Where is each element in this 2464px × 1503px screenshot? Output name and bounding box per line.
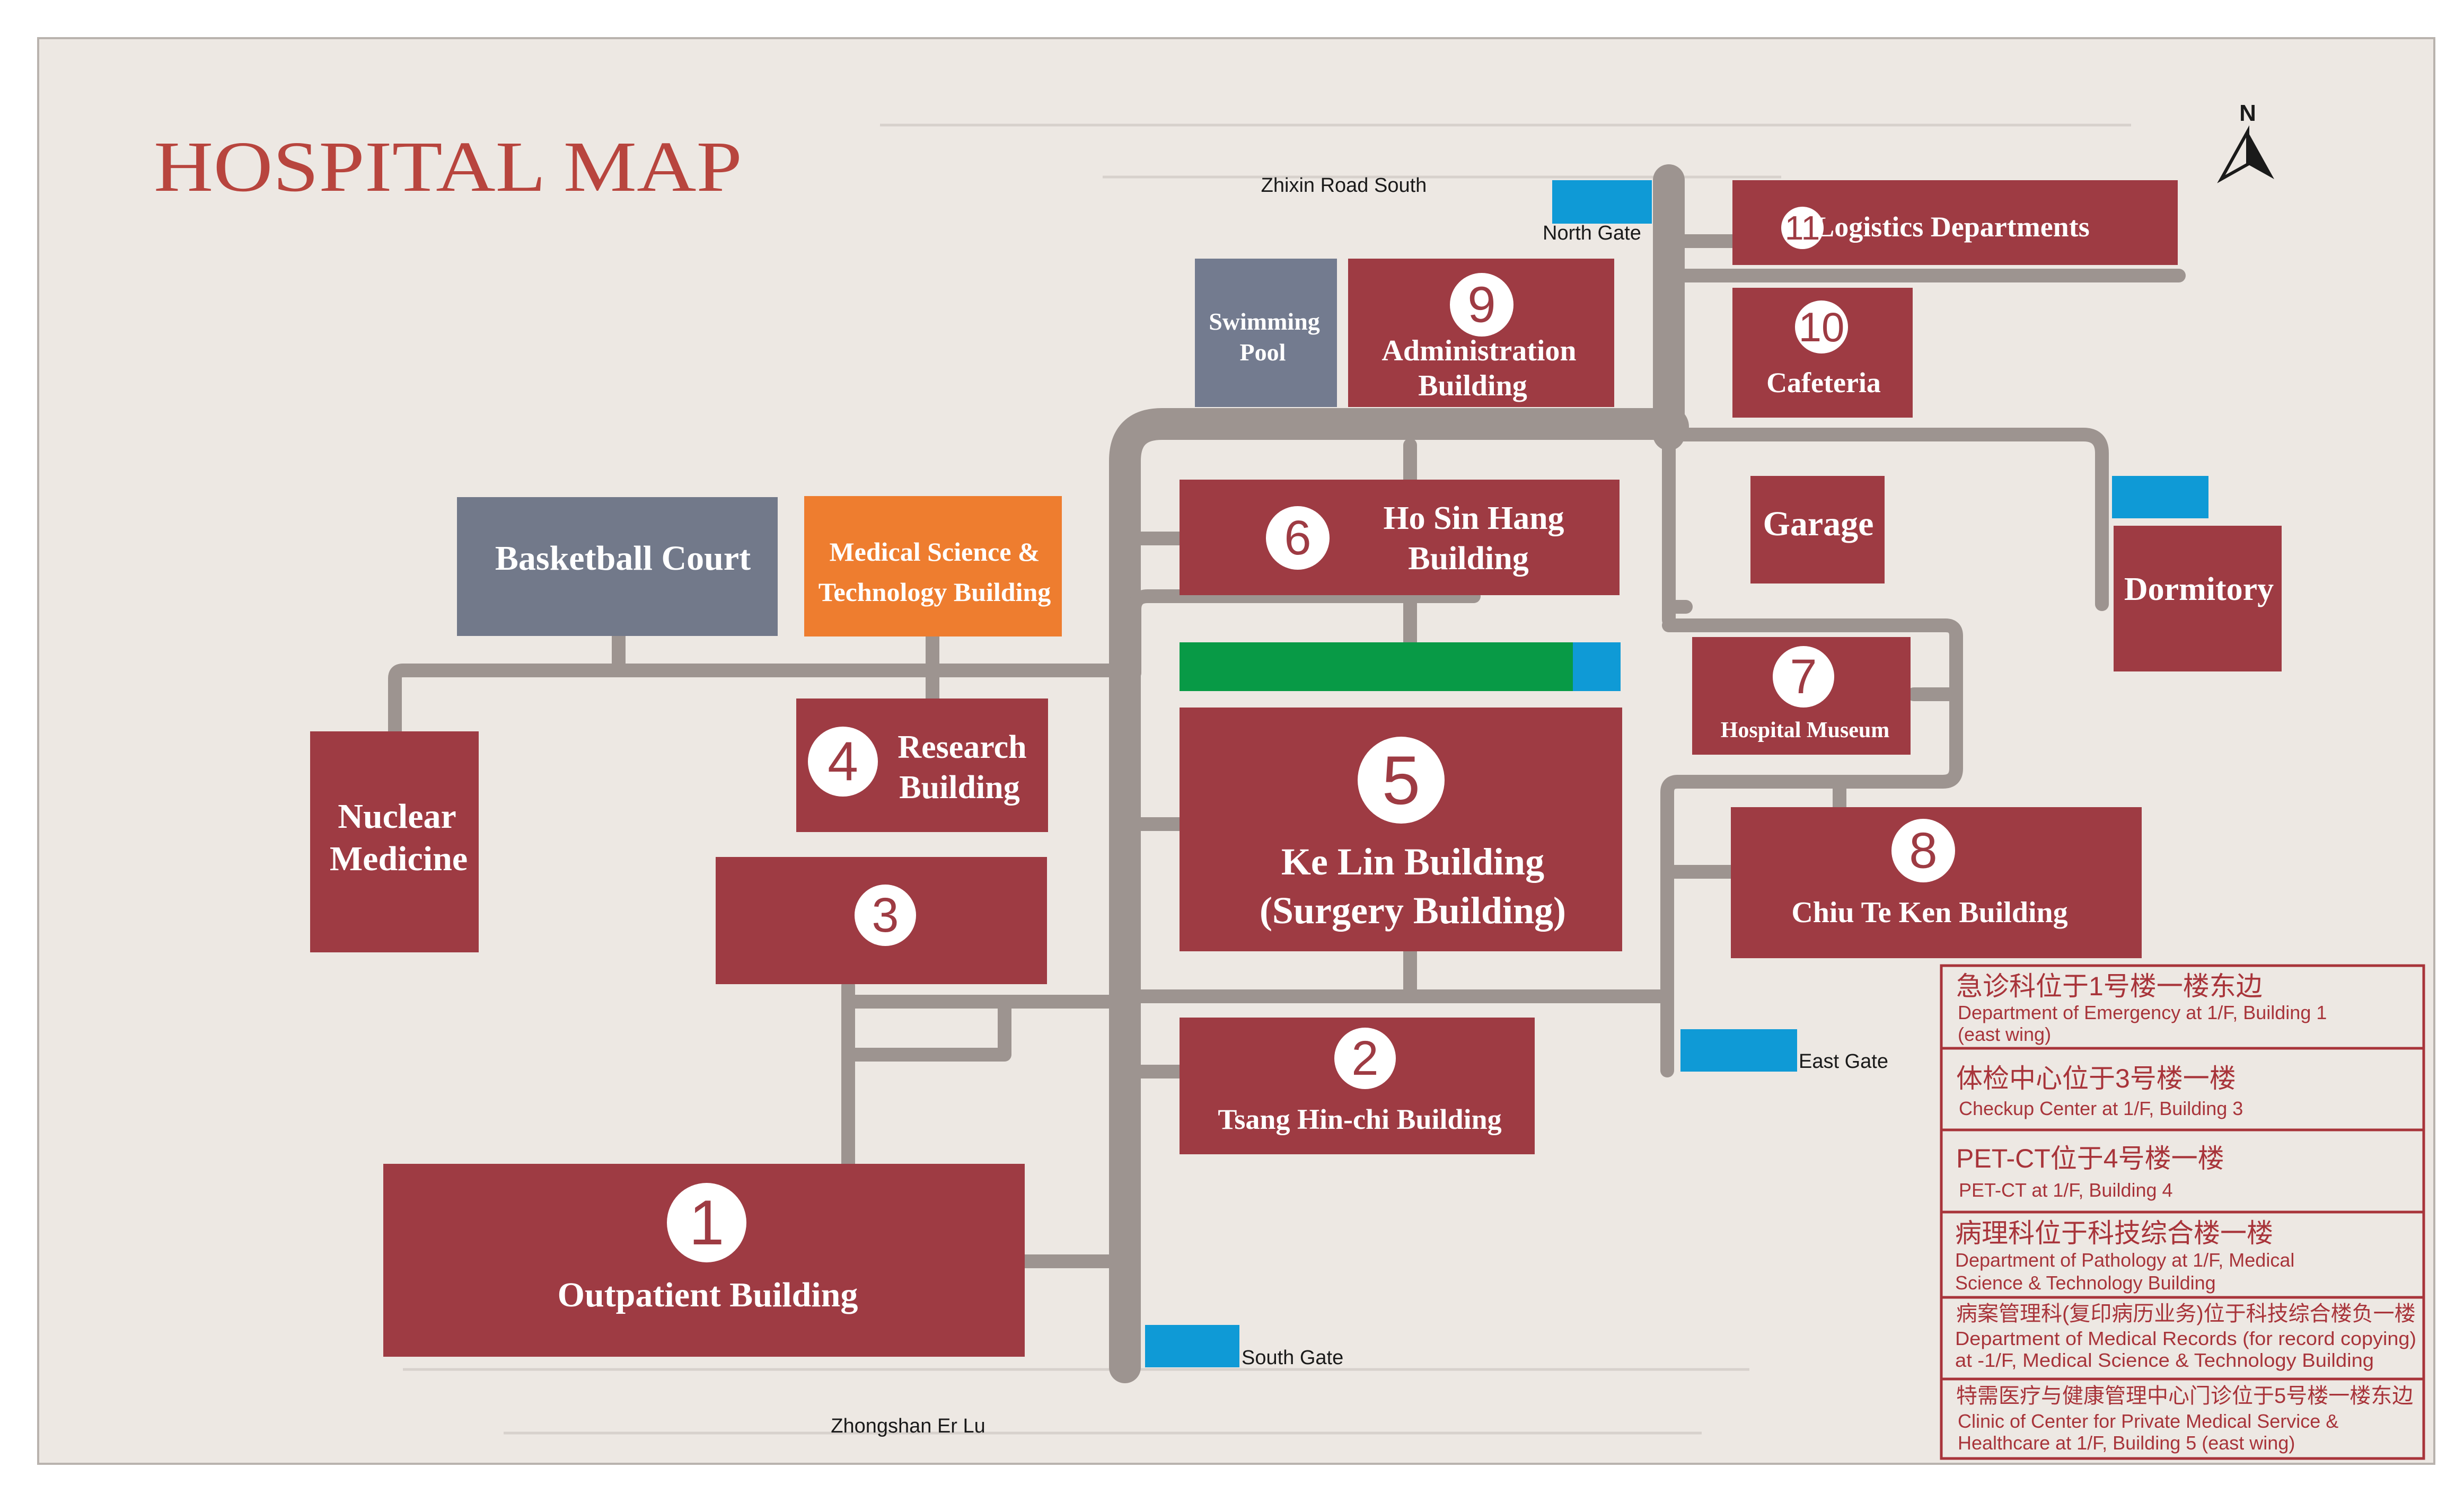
building-6-name-line2: Building [1408,541,1528,577]
building-9-name-line1: Administration [1381,334,1576,367]
legend-item-1-en1: Department of Emergency at 1/F, Building… [1958,1002,2327,1023]
basketball-court-name: Basketball Court [495,539,751,578]
building-5-name-line1: Ke Lin Building [1281,841,1544,883]
nuclear-medicine-line1: Nuclear [338,797,456,836]
east-gate-marker [1680,1029,1797,1072]
legend-item-2-en1: Checkup Center at 1/F, Building 3 [1959,1098,2243,1119]
building-1-name: Outpatient Building [558,1276,858,1314]
building-4-number: 4 [828,731,858,792]
compass-label: N [2239,100,2256,126]
east-gate-label: East Gate [1799,1050,1888,1073]
legend-item-2-cn: 体检中心位于3号楼一楼 [1956,1064,2236,1093]
legend-item-1-cn: 急诊科位于1号楼一楼东边 [1956,971,2263,1001]
south-gate-marker [1145,1325,1239,1367]
building-5-name-line2: (Surgery Building) [1260,889,1566,932]
road-north-label: Zhixin Road South [1261,174,1427,197]
dormitory-name: Dormitory [2124,571,2274,607]
legend-item-1-en2: (east wing) [1958,1023,2051,1045]
building-6-name-line1: Ho Sin Hang [1383,500,1564,536]
building-2-name: Tsang Hin-chi Building [1218,1103,1501,1135]
legend-item-3-en1: PET-CT at 1/F, Building 4 [1959,1179,2173,1201]
building-11-name: Logistics Departments [1815,211,2089,243]
building-3-number: 3 [872,888,899,942]
building-9-number: 9 [1467,277,1495,333]
north-arrow-icon: N [2217,100,2274,183]
building-10-name: Cafeteria [1766,367,1881,399]
basketball-court [457,497,778,636]
badge-circle-8 [1891,819,1955,882]
map-title: HOSPITAL MAP [154,127,742,207]
medsci-line1: Medical Science & [829,537,1040,567]
badge-circle-3 [855,885,916,946]
road-network [388,164,2186,1383]
badge-circle-10 [1795,300,1848,353]
badge-circle-5 [1358,737,1445,824]
buildings [310,180,2282,1357]
building-9-name-line2: Building [1418,369,1527,402]
badge-circle-2 [1334,1028,1396,1089]
legend-item-5-en1: Department of Medical Records (for recor… [1955,1328,2416,1349]
road-labels: Zhixin Road South Zhongshan Er Lu [831,174,1427,1437]
building-4-name-line1: Research [897,729,1026,765]
number-badges [667,207,1955,1262]
nuclear-medicine-line2: Medicine [330,839,468,878]
badge-circle-9 [1450,273,1513,337]
building-6-number: 6 [1284,511,1311,565]
building-7-name: Hospital Museum [1721,718,1890,742]
legend-item-6-en1: Clinic of Center for Private Medical Ser… [1958,1410,2338,1432]
building-8-name: Chiu Te Ken Building [1791,896,2067,929]
badge-circle-6 [1266,506,1330,570]
building-names: Outpatient Building Tsang Hin-chi Buildi… [330,211,2274,1314]
legend-item-3-cn: PET-CT位于4号楼一楼 [1956,1144,2224,1173]
main-road [1109,408,1686,1383]
north-gate-marker [1552,180,1652,224]
gate-labels: North Gate East Gate South Gate [1242,222,1888,1369]
badge-circle-1 [667,1183,746,1262]
badge-circle-4 [808,727,878,797]
road-south-label: Zhongshan Er Lu [831,1415,985,1437]
gates [1145,180,2208,1367]
building-11-number: 11 [1785,209,1820,247]
legend-item-4-en1: Department of Pathology at 1/F, Medical [1955,1249,2294,1271]
building-7-number: 7 [1790,650,1817,704]
building-10-number: 10 [1799,304,1845,350]
gate-strip-blue [1573,642,1621,691]
building-8-number: 8 [1909,823,1937,879]
badge-circle-11 [1781,207,1824,249]
legend-item-4-cn: 病理科位于科技综合楼一楼 [1955,1218,2273,1248]
badge-circle-7 [1773,646,1834,708]
south-gate-label: South Gate [1242,1347,1343,1369]
building-5-number: 5 [1382,741,1420,819]
building-1-number: 1 [689,1187,725,1258]
green-strip [1180,642,1573,691]
garage [1750,476,1885,583]
legend-item-5-cn: 病案管理科(复印病历业务)位于科技综合楼负一楼 [1956,1302,2416,1325]
north-gate-label: North Gate [1543,222,1641,244]
dormitory [2114,526,2282,671]
nuclear-medicine [310,731,479,952]
building-4-name-line2: Building [899,770,1019,806]
legend-item-6-en2: Healthcare at 1/F, Building 5 (east wing… [1958,1432,2295,1454]
number-labels: 1 2 3 4 5 6 7 8 9 10 11 [689,209,1938,1258]
info-legend: 急诊科位于1号楼一楼东边 Department of Emergency at … [1940,964,2425,1460]
garage-name: Garage [1763,505,1874,543]
swimming-pool-line1: Swimming [1209,308,1320,335]
legend-item-5-en2: at -1/F, Medical Science & Technology Bu… [1955,1349,2374,1371]
legend-item-6-cn: 特需医疗与健康管理中心门诊位于5号楼一楼东边 [1956,1384,2413,1408]
swimming-pool-line2: Pool [1240,339,1286,366]
building-2-number: 2 [1351,1031,1378,1085]
medsci-line2: Technology Building [819,577,1051,607]
legend-item-4-en2: Science & Technology Building [1955,1272,2216,1294]
dormitory-gate-marker [2112,476,2208,518]
medical-science-building [804,496,1062,636]
swimming-pool [1195,259,1337,407]
building-6 [1180,480,1620,595]
